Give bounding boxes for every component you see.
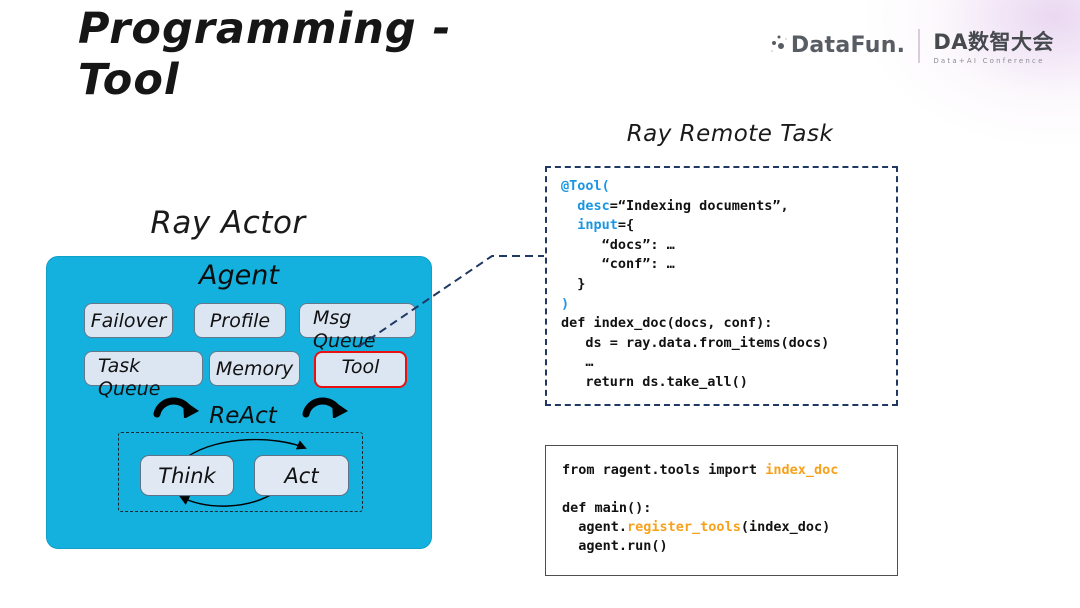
loop-arrow-left-icon	[153, 397, 199, 418]
box-tool-highlighted: Tool	[314, 351, 407, 388]
box-msg-queue-label: Msg Queue	[313, 307, 376, 352]
box-act: Act	[254, 455, 349, 496]
datafun-logo: DataFun.	[777, 33, 906, 58]
box-think-label: Think	[158, 463, 216, 488]
box-think: Think	[140, 455, 234, 496]
box-failover-label: Failover	[90, 309, 167, 332]
box-profile-label: Profile	[209, 309, 271, 332]
da-logo-title: DA数智大会	[933, 30, 1054, 54]
box-profile: Profile	[194, 303, 286, 338]
logo-row: DataFun. DA数智大会 Data+AI Conference	[777, 26, 1054, 65]
datafun-dots-icon	[777, 43, 784, 49]
box-tool-label: Tool	[341, 356, 380, 378]
think-act-cycle-arrows	[179, 438, 307, 507]
da-conference-logo: DA数智大会 Data+AI Conference	[933, 26, 1054, 65]
main-code-block: from ragent.tools import index_doc def m…	[545, 445, 898, 576]
box-act-label: Act	[284, 463, 319, 488]
tool-definition-code-block: @Tool( desc=“Indexing documents”, input=…	[545, 166, 898, 406]
ray-remote-task-label: Ray Remote Task	[626, 121, 834, 147]
box-memory: Memory	[209, 351, 300, 386]
react-label: ReAct	[209, 403, 277, 429]
box-failover: Failover	[84, 303, 173, 338]
agent-box: Agent Failover Profile Msg Queue Task Qu…	[46, 256, 432, 549]
loop-arrow-right-icon	[302, 397, 348, 418]
datafun-logo-text: DataFun.	[790, 33, 906, 58]
slide-title: Programming - Tool	[78, 4, 452, 105]
logo-divider	[918, 28, 921, 63]
box-task-queue: Task Queue	[84, 351, 203, 400]
da-logo-subtitle: Data+AI Conference	[933, 57, 1045, 65]
box-msg-queue: Msg Queue	[299, 303, 416, 352]
box-task-queue-label: Task Queue	[98, 355, 161, 400]
agent-label: Agent	[199, 260, 279, 291]
react-dashed-container: Think Act	[118, 432, 363, 512]
ray-actor-label: Ray Actor	[150, 205, 306, 241]
box-memory-label: Memory	[215, 357, 294, 380]
